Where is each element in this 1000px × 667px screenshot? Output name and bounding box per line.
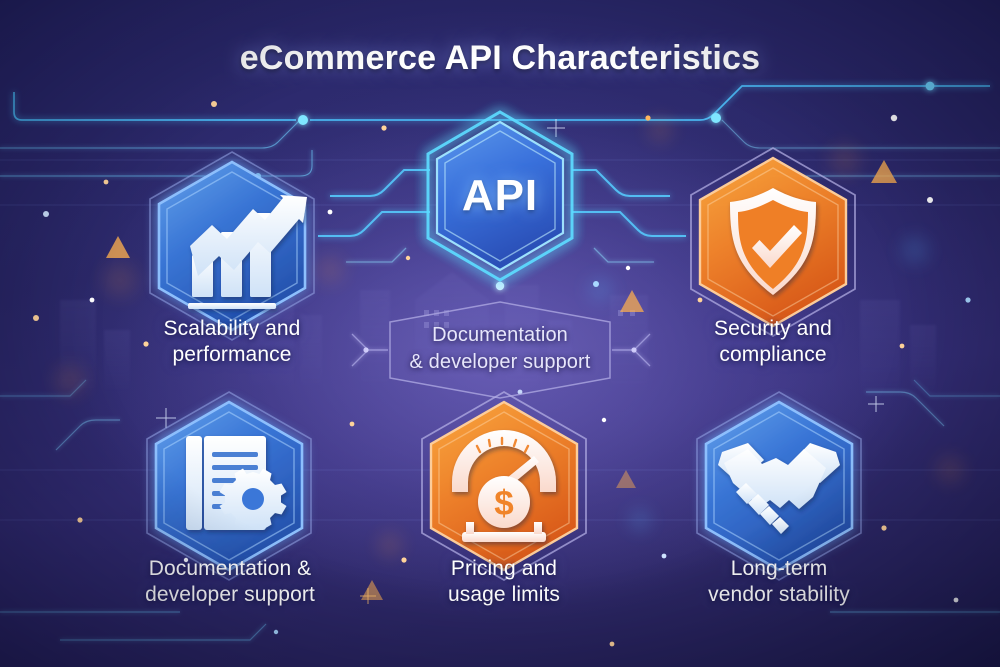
hexagon-pricing[interactable]: $ [421,390,587,582]
document-gear-icon [186,436,287,530]
hexagon-vendor[interactable] [696,391,862,581]
label-pricing: Pricing and usage limits [447,557,561,606]
label-documentation: Documentation & developer support [145,557,315,606]
api-hub-text: API [461,171,539,220]
hexagon-documentation[interactable] [146,391,312,581]
label-center-ghost: Documentation & developer support [409,324,591,373]
svg-text:$: $ [494,484,513,523]
handshake-icon [718,443,840,534]
label-scalability: Scalability and performance [163,317,301,366]
gauge-dollar-icon: $ [452,430,556,542]
label-vendor: Long-term vendor stability [708,557,850,606]
page-title: eCommerce API Characteristics [239,39,761,77]
label-security: Security and compliance [714,317,832,366]
